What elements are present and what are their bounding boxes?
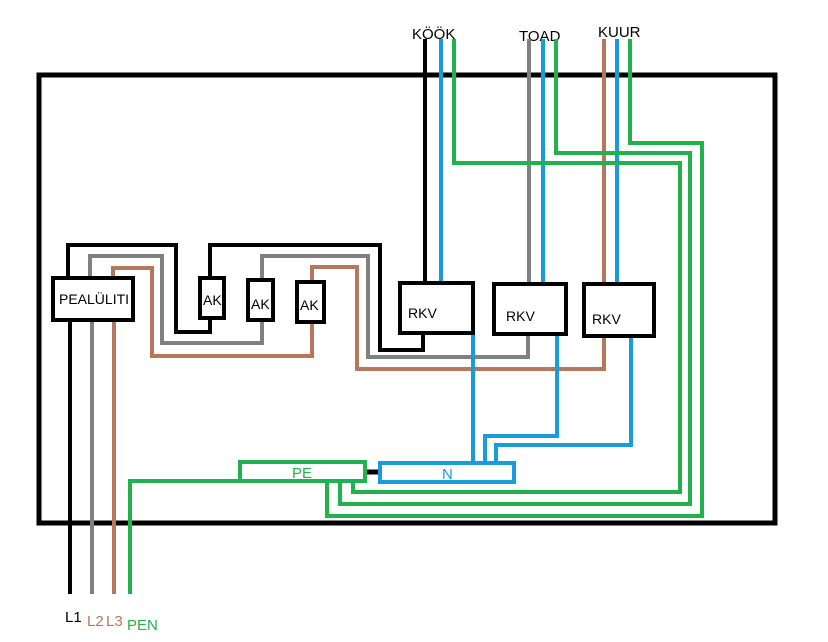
- breaker-3: [295, 280, 326, 324]
- circuit-label-kuur: KUUR: [598, 24, 641, 41]
- breaker-2: [246, 278, 275, 322]
- wire-l2-bus: [88, 254, 264, 345]
- wire-rkv2-neutral-out: [483, 332, 559, 465]
- rcd-3: [582, 282, 656, 338]
- n-bar: [378, 461, 516, 484]
- supply-label-l2: L2: [87, 613, 104, 630]
- rcd-3-label: RKV: [592, 311, 621, 327]
- rcd-1-label: RKV: [408, 305, 437, 321]
- breaker-1-label: AK: [203, 292, 222, 308]
- main-switch: [51, 276, 135, 322]
- wire-pen-in: [128, 479, 243, 594]
- rcd-1: [398, 281, 475, 335]
- wire-kuur-pe: [325, 39, 704, 518]
- wire-kook-pe: [351, 39, 682, 494]
- enclosure: [36, 72, 778, 526]
- supply-label-l3: L3: [106, 613, 123, 630]
- circuit-label-kook: KÖÖK: [412, 25, 455, 43]
- wire-l3-bus-rkv3: [310, 265, 606, 371]
- wire-toad-pe: [338, 39, 692, 506]
- pe-bar-label: PE: [292, 465, 312, 482]
- wire-l3-bus: [111, 266, 314, 358]
- rcd-2: [492, 282, 568, 336]
- wire-l2-bus-rkv2: [260, 254, 530, 359]
- wire-l1-bus-rkv1: [208, 243, 425, 352]
- rcd-2-label: RKV: [506, 308, 535, 324]
- main-switch-label: PEALÜLITI: [59, 290, 129, 307]
- n-bar-label: N: [442, 466, 453, 483]
- supply-label-pen: PEN: [127, 617, 158, 634]
- wire-l1-bus: [66, 243, 212, 334]
- wire-rkv3-neutral-out: [494, 334, 633, 465]
- pe-bar: [238, 460, 367, 483]
- breaker-1: [198, 276, 226, 320]
- breaker-2-label: AK: [251, 296, 270, 312]
- supply-label-l1: L1: [65, 609, 82, 626]
- breaker-3-label: AK: [300, 297, 319, 313]
